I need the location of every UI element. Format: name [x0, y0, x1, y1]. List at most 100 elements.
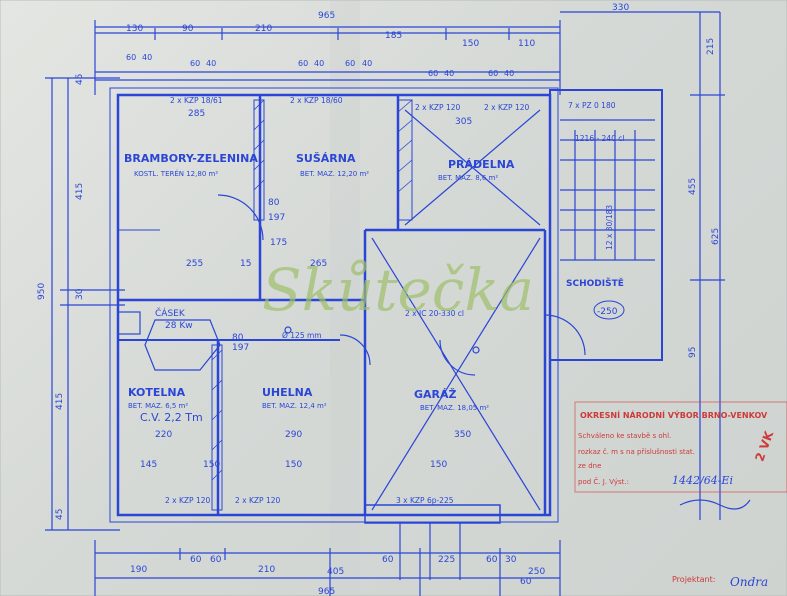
watermark: Skůtečka	[262, 256, 534, 324]
inner-dim-3: 255	[186, 259, 203, 269]
dim-small-2: 40	[142, 53, 152, 62]
room-name-uhelna: UHELNA	[262, 386, 313, 399]
stamp-number: 1442/64-Ei	[672, 474, 733, 487]
chimney-label: Ø 125 mm	[282, 331, 322, 340]
dim-top-3: 210	[255, 24, 272, 34]
window-label-1: 2 x KZP 18/61	[170, 96, 223, 105]
window-labels: 2 x KZP 18/61 2 x KZP 18/60 2 x KZP 120 …	[165, 96, 624, 505]
dim-bottom-7: 225	[438, 555, 455, 565]
dim-bottom-10: 250	[528, 567, 545, 577]
dim-right-2: 455	[688, 178, 698, 195]
room-name-susarna: SUŠÁRNA	[296, 152, 356, 165]
dim-small-6: 40	[314, 59, 324, 68]
inner-dim-13: 197	[268, 213, 285, 223]
inner-dim-2: 305	[455, 117, 472, 127]
stamp-line-2: rozkaz č. m s na příslušnosti stat.	[578, 448, 695, 456]
projektant-label: Projektant:	[672, 575, 715, 584]
dim-small-11: 60	[488, 69, 498, 78]
room-name-brambory: BRAMBORY-ZELENINA	[124, 152, 258, 165]
inner-dim-1: 285	[188, 109, 205, 119]
dim-bottom-8: 60	[486, 555, 498, 565]
window-label-4: 2 x KZP 120	[484, 103, 529, 112]
inner-dim-12: 80	[268, 198, 280, 208]
dim-left-3: 30	[75, 288, 85, 300]
window-label-3: 2 x KZP 120	[415, 103, 460, 112]
dim-top-5: 150	[462, 39, 479, 49]
inner-dim-16: 15	[240, 259, 251, 269]
dim-bottom-5: 405	[327, 567, 344, 577]
dim-small-7: 60	[345, 59, 355, 68]
inner-dim-9: 145	[140, 460, 157, 470]
dim-top-1: 130	[126, 24, 143, 34]
room-name-casek: ČÁSEK	[155, 307, 186, 319]
room-note-casek: 28 Kw	[165, 321, 193, 331]
dimension-labels: 965 130 90 210 185 150 110 330 950 45 41…	[37, 3, 721, 596]
window-label-7: 2 x KZP 120	[235, 496, 280, 505]
dim-left-2: 415	[75, 183, 85, 200]
room-note-uhelna: BET. MAZ. 12,4 m²	[262, 402, 327, 410]
room-name-kotelna: KOTELNA	[128, 386, 186, 399]
level-marker	[593, 300, 625, 320]
window-label-8: 3 x KZP 6p-225	[396, 496, 454, 505]
dim-left-4: 415	[55, 393, 65, 410]
dim-bottom-total: 965	[318, 587, 335, 596]
inner-dim-14: 80	[232, 333, 244, 343]
stamp-line-3: ze dne	[578, 462, 601, 470]
dim-top-total: 965	[318, 11, 335, 21]
dim-top-4: 185	[385, 31, 402, 41]
inner-dimensions: 285 305 255 265 290 350 220 150 145 150 …	[140, 109, 472, 470]
inner-dim-4: 265	[310, 259, 327, 269]
dim-bottom-6: 60	[382, 555, 394, 565]
dim-left-5: 45	[55, 509, 65, 520]
dim-bottom-4: 210	[258, 565, 275, 575]
stairs-label-1: 7 x PZ 0 180	[568, 101, 616, 110]
dim-small-4: 40	[206, 59, 216, 68]
hatch-pattern	[211, 99, 413, 481]
room-note-pradelna: BET. MAZ. 8,6 m²	[438, 174, 498, 182]
dim-right-4: 95	[688, 347, 698, 358]
designer-signature: Ondra	[730, 575, 768, 589]
inner-dim-7: 220	[155, 430, 172, 440]
inner-dim-8: 150	[430, 460, 447, 470]
inner-dim-11: 150	[285, 460, 302, 470]
dim-bottom-9: 30	[505, 555, 517, 565]
inner-dim-17: 175	[270, 238, 287, 248]
room-name-pradelna: PRÁDELNA	[448, 158, 515, 171]
dim-top-6: 110	[518, 39, 535, 49]
dim-bottom-1: 190	[130, 565, 147, 575]
stairs-label-2: 1216 - 240 cl	[575, 134, 624, 143]
window-label-6: 2 x KZP 120	[165, 496, 210, 505]
dim-bottom-11: 60	[520, 577, 532, 587]
dim-small-9: 60	[428, 69, 438, 78]
dim-small-5: 60	[298, 59, 308, 68]
approval-stamp: OKRESNÍ NÁRODNÍ VÝBOR BRNO-VENKOV Schvál…	[574, 401, 787, 510]
window-label-5: 2 x IC 20-330 cl	[405, 309, 464, 318]
dim-left-1: 45	[75, 74, 85, 85]
cv-label: C.V. 2,2 Tm	[140, 411, 203, 424]
room-labels: BRAMBORY-ZELENINA KOSTL. TERÉN 12,80 m² …	[124, 152, 625, 424]
room-note-brambory: KOSTL. TERÉN 12,80 m²	[134, 169, 218, 178]
stamp-line-4: pod Č. J. Výst.:	[578, 477, 629, 486]
dim-small-12: 40	[504, 69, 514, 78]
dim-bottom-2: 60	[190, 555, 202, 565]
dim-bottom-3: 60	[210, 555, 222, 565]
inner-dim-5: 290	[285, 430, 302, 440]
dim-small-8: 40	[362, 59, 372, 68]
room-note-garaz: BET. MAZ. 18,05 m²	[420, 404, 489, 412]
dim-small-1: 60	[126, 53, 136, 62]
dim-top-2: 90	[182, 24, 194, 34]
plan-linework	[45, 11, 725, 596]
room-name-garaz: GARÁŽ	[414, 388, 457, 401]
inner-dim-10: 150	[203, 460, 220, 470]
dim-right-3: 625	[711, 228, 721, 245]
room-note-susarna: BET. MAZ. 12,20 m²	[300, 170, 369, 178]
stairs-label-3: 12 x 30/183	[605, 205, 614, 250]
official-signature	[679, 499, 751, 510]
stamp-line-1: Schváleno ke stavbě s ohl.	[578, 432, 671, 440]
inner-dim-15: 197	[232, 343, 249, 353]
room-note-kotelna: BET. MAZ. 6,5 m²	[128, 402, 188, 410]
dim-right-1: 215	[706, 38, 716, 55]
dim-small-3: 60	[190, 59, 200, 68]
dim-small-10: 40	[444, 69, 454, 78]
